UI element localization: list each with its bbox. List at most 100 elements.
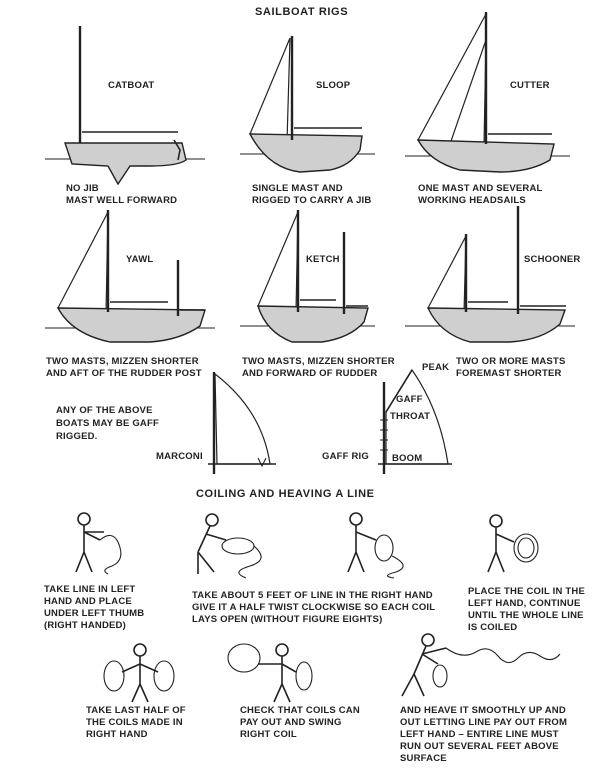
ketch-hull [257, 305, 369, 343]
yawl-jib [57, 211, 109, 315]
figure-step-6 [227, 643, 313, 703]
cutter-hull [416, 139, 555, 173]
figure-step-3 [347, 512, 404, 579]
figure-5-head [133, 643, 147, 657]
figure-1-head [77, 512, 91, 526]
figure-step-1 [75, 512, 122, 575]
caption-cutter-line-2: WORKING HEADSAILS [418, 195, 526, 206]
figure-4-coil-outer [513, 533, 539, 563]
step-5-line-1: CHECK THAT COILS CAN [240, 705, 360, 716]
step-4-line-3: RIGHT HAND [86, 729, 148, 740]
figure-step-4 [487, 514, 539, 573]
rig-name-sloop: SLOOP [316, 80, 351, 91]
figure-4-body [487, 527, 515, 573]
caption-sloop-line-2: RIGGED TO CARRY A JIB [252, 195, 372, 206]
figure-1-body [75, 525, 104, 573]
caption-schooner-line-2: FOREMAST SHORTER [456, 368, 562, 379]
catboat-illustration [45, 26, 205, 186]
figure-1-line [99, 534, 122, 575]
gaff-rig-illustration [378, 368, 452, 474]
schooner-jib [427, 235, 467, 315]
figure-6-body [258, 656, 297, 703]
label-throat: THROAT [390, 411, 431, 422]
step-1-line-4: (RIGHT HANDED) [44, 620, 126, 631]
figure-5-right-coil [153, 660, 175, 692]
figure-7-head [421, 633, 435, 647]
step-2-line-2: GIVE IT A HALF TWIST CLOCKWISE SO EACH C… [192, 602, 436, 613]
step-2-line-3: LAYS OPEN (WITHOUT FIGURE EIGHTS) [192, 614, 383, 625]
sloop-jib [249, 37, 291, 143]
figure-7-thrown-line [445, 647, 561, 664]
yawl-hull [56, 307, 206, 343]
gaff-note-line-3: RIGGED. [56, 431, 98, 442]
step-6-line-4: RUN OUT SEVERAL FEET ABOVE [400, 741, 559, 752]
figure-7-coil [432, 664, 448, 688]
step-3-line-3: UNTIL THE WHOLE LINE [468, 610, 584, 621]
coiling-section-title: COILING AND HEAVING A LINE [196, 488, 375, 500]
figure-step-5 [103, 643, 175, 703]
schooner-hull [426, 307, 566, 343]
caption-schooner-line-1: TWO OR MORE MASTS [456, 356, 566, 367]
cutter-illustration [405, 12, 570, 173]
caption-ketch-line-1: TWO MASTS, MIZZEN SHORTER [242, 356, 395, 367]
rig-name-catboat: CATBOAT [108, 80, 155, 91]
figure-7-body [401, 645, 447, 697]
schooner-illustration [405, 206, 575, 343]
step-6-line-3: LEFT HAND – ENTIRE LINE MUST [400, 729, 559, 740]
caption-yawl-line-1: TWO MASTS, MIZZEN SHORTER [46, 356, 199, 367]
step-1-line-1: TAKE LINE IN LEFT [44, 584, 136, 595]
gaff-note-line-2: BOATS MAY BE GAFF [56, 418, 159, 429]
gaff-mast-hoops [380, 419, 388, 451]
sloop-illustration [240, 36, 375, 173]
step-2-line-1: TAKE ABOUT 5 FEET OF LINE IN THE RIGHT H… [192, 590, 433, 601]
figure-4-coil-inner [517, 537, 535, 559]
label-peak: PEAK [422, 362, 450, 373]
sloop-hull [248, 133, 363, 173]
step-3-line-1: PLACE THE COIL IN THE [468, 586, 585, 597]
caption-catboat-line-2: MAST WELL FORWARD [66, 195, 178, 206]
step-1-line-3: UNDER LEFT THUMB [44, 608, 145, 619]
rig-name-ketch: KETCH [306, 254, 340, 265]
rig-name-yawl: YAWL [126, 254, 154, 265]
ketch-jib [257, 211, 299, 313]
gaff-note-line-1: ANY OF THE ABOVE [56, 405, 153, 416]
step-6-line-1: AND HEAVE IT SMOOTHLY UP AND [400, 705, 566, 716]
figure-3-line [386, 555, 404, 579]
step-3-line-4: IS COILED [468, 622, 518, 633]
step-4-line-1: TAKE LAST HALF OF [86, 705, 186, 716]
step-4-line-2: THE COILS MADE IN [86, 717, 183, 728]
rig-name-schooner: SCHOONER [524, 254, 581, 265]
caption-cutter-line-1: ONE MAST AND SEVERAL [418, 183, 543, 194]
marconi-sail [214, 372, 271, 465]
figure-5-left-coil [103, 660, 125, 692]
label-boom: BOOM [392, 453, 423, 464]
figure-2-head [205, 513, 219, 527]
rig-name-cutter: CUTTER [510, 80, 550, 91]
step-6-line-2: OUT LETTING LINE PAY OUT FROM [400, 717, 568, 728]
step-5-line-3: RIGHT COIL [240, 729, 297, 740]
label-gaff: GAFF [396, 394, 423, 405]
caption-catboat-line-1: NO JIB [66, 183, 99, 194]
label-gaff-rig: GAFF RIG [322, 451, 369, 462]
figure-6-head [275, 643, 289, 657]
step-1-line-2: HAND AND PLACE [44, 596, 132, 607]
figure-2-line [238, 545, 262, 579]
figure-3-head [349, 512, 363, 526]
marconi-illustration [208, 372, 276, 474]
step-3-line-2: LEFT HAND, CONTINUE [468, 598, 581, 609]
marconi-sheet [257, 457, 267, 468]
label-marconi: MARCONI [156, 451, 203, 462]
catboat-rudder [173, 139, 181, 161]
figure-3-coil [374, 534, 394, 562]
figure-4-head [489, 514, 503, 528]
figure-6-right-coil [295, 661, 313, 691]
ketch-illustration [240, 210, 375, 343]
step-5-line-2: PAY OUT AND SWING [240, 717, 342, 728]
figure-step-7 [401, 633, 561, 697]
figure-6-left-coil [227, 643, 261, 673]
gaff-spar [385, 369, 413, 413]
page-title: SAILBOAT RIGS [255, 6, 349, 18]
step-6-line-5: SURFACE [400, 753, 447, 764]
